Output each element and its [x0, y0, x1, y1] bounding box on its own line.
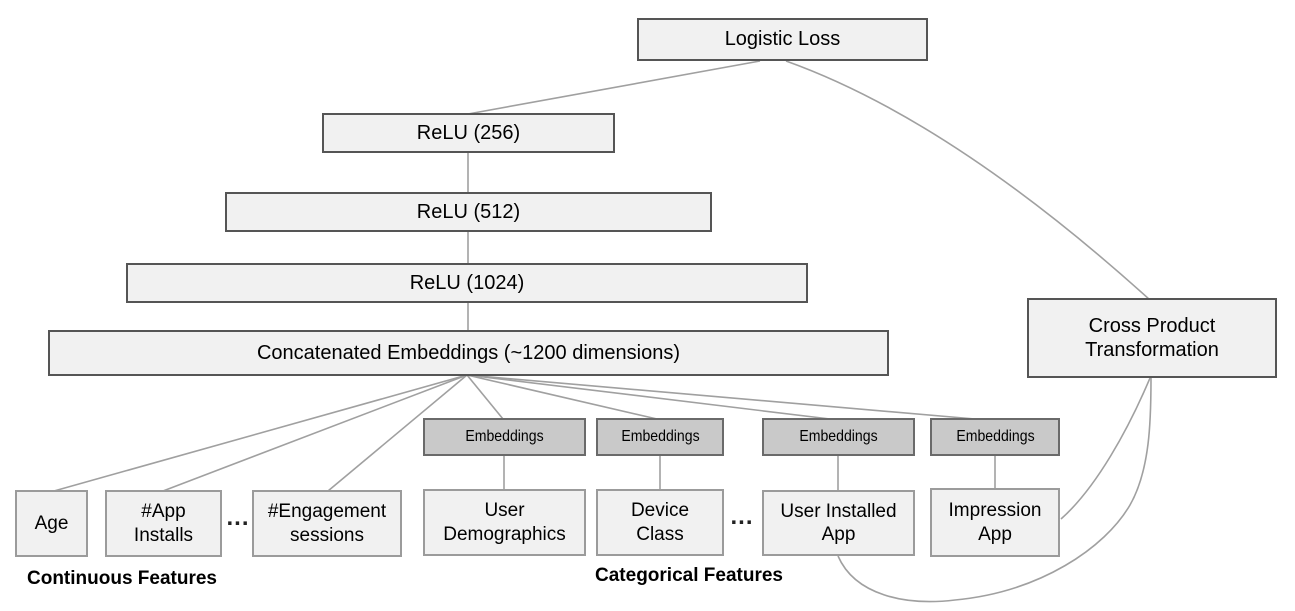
node-relu-256: ReLU (256) [322, 113, 615, 153]
node-cross-product-transformation: Cross Product Transformation [1027, 298, 1277, 378]
node-logistic-loss: Logistic Loss [637, 18, 928, 61]
node-embeddings-4: Embeddings [930, 418, 1060, 456]
node-relu-512: ReLU (512) [225, 192, 712, 232]
edge-concat-to-app-installs [162, 374, 468, 492]
embeddings-3-label: Embeddings [799, 428, 878, 446]
node-user-demographics: User Demographics [423, 489, 586, 556]
edge-concat-to-embeddings1 [466, 374, 504, 420]
edge-loss-to-relu256 [467, 60, 761, 115]
embeddings-2-label: Embeddings [620, 428, 700, 446]
node-relu-1024: ReLU (1024) [126, 263, 808, 303]
edge-concat-to-age [53, 374, 468, 492]
node-impression-app: Impression App [930, 488, 1060, 557]
edge-concat-to-embeddings3 [466, 374, 831, 420]
edge-cross-product-to-installed-app [837, 377, 1152, 603]
categorical-ellipsis: ... [730, 503, 754, 530]
node-embeddings-3: Embeddings [762, 418, 915, 456]
embeddings-4-label: Embeddings [955, 428, 1035, 446]
edge-loss-to-cross-product [785, 60, 1151, 301]
continuous-ellipsis: ... [226, 504, 250, 531]
node-engagement-sessions: #Engagement sessions [252, 490, 402, 557]
node-embeddings-1: Embeddings [423, 418, 586, 456]
node-concatenated-embeddings: Concatenated Embeddings (~1200 dimension… [48, 330, 889, 376]
embeddings-1-label: Embeddings [465, 428, 544, 446]
categorical-features-label: Categorical Features [595, 565, 783, 586]
node-device-class: Device Class [596, 489, 724, 556]
edge-cross-product-to-impression-app [1060, 377, 1151, 520]
edge-concat-to-embeddings4 [466, 374, 976, 420]
edge-concat-to-engagement [327, 374, 468, 492]
node-age: Age [15, 490, 88, 557]
node-app-installs: #App Installs [105, 490, 222, 557]
node-user-installed-app: User Installed App [762, 490, 915, 556]
node-embeddings-2: Embeddings [596, 418, 724, 456]
edge-concat-to-embeddings2 [466, 374, 658, 420]
continuous-features-label: Continuous Features [26, 568, 218, 589]
